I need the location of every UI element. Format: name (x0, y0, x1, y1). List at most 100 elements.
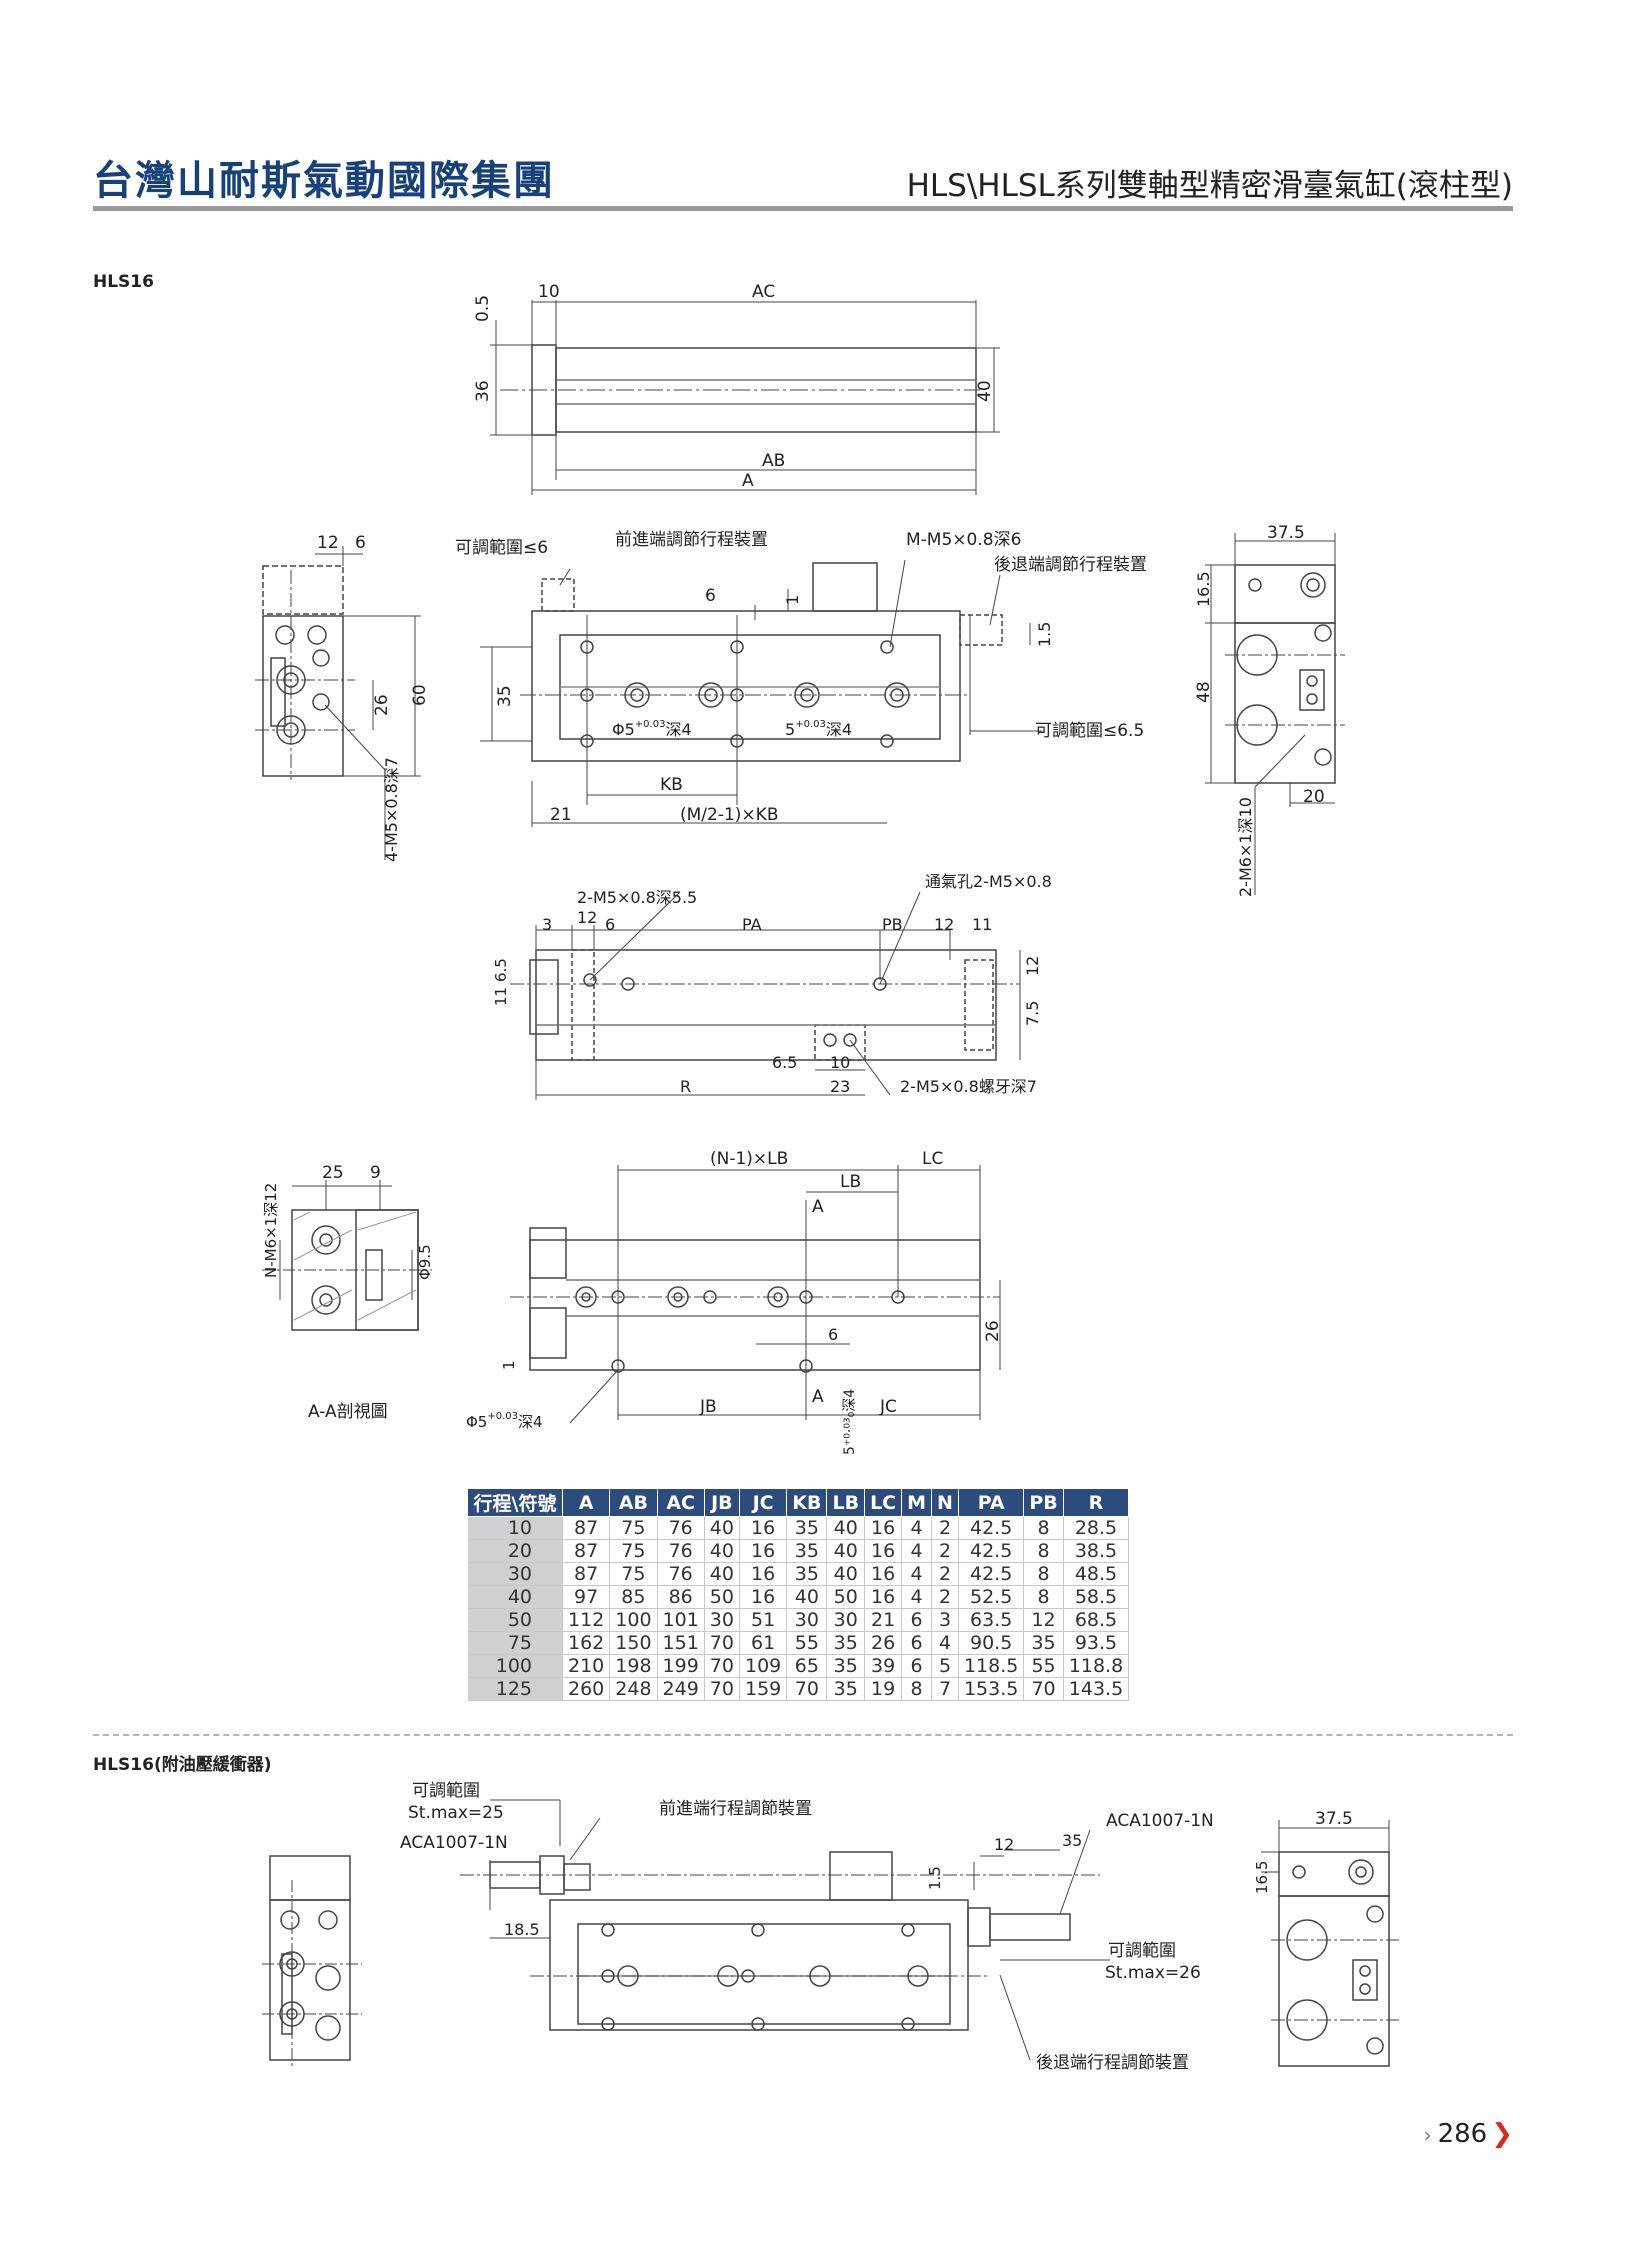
table-cell: 35 (826, 1677, 866, 1701)
table-cell: 40 (704, 1539, 740, 1563)
table-cell: 248 (609, 1677, 658, 1701)
spec-table: 行程\符號 A AB AC JB JC KB LB LC M N PA PB R… (467, 1488, 1130, 1701)
forward-adjust-label: 前進端調節行程裝置 (615, 530, 768, 550)
buffer-dim-15: 1.5 (926, 1866, 944, 1890)
table-cell: 16 (739, 1585, 788, 1609)
hole-phi5: Φ5+0.03深4 (612, 719, 692, 739)
table-cell: 4 (901, 1585, 933, 1609)
table-cell: 97 (562, 1585, 611, 1609)
table-cell: 6 (901, 1631, 933, 1655)
dim-20: 20 (1303, 787, 1325, 807)
table-cell: 68.5 (1063, 1608, 1130, 1632)
drawing-section-aa: 25 9 Φ9.5 N-M6×1深12 A-A剖視圖 (262, 1163, 434, 1422)
table-cell: 48.5 (1063, 1562, 1130, 1586)
drawing-left-end-view: 12 6 26 60 4-M5×0.8深7 (255, 533, 430, 862)
table-cell: 51 (739, 1608, 788, 1632)
buffer-model-left: ACA1007-1N (400, 1833, 508, 1853)
dim-48: 48 (1194, 681, 1214, 703)
table-cell: 63.5 (958, 1608, 1025, 1632)
col-stroke: 行程\符號 (467, 1488, 563, 1517)
table-cell: 16 (864, 1585, 903, 1609)
table-cell: 70 (704, 1654, 740, 1678)
table-cell: 2 (931, 1539, 959, 1563)
dim-6-bottom: 6 (605, 915, 615, 934)
table-cell: 153.5 (958, 1677, 1025, 1701)
table-cell: 50 (704, 1585, 740, 1609)
table-cell: 75 (609, 1539, 658, 1563)
dim-1-front: 1 (500, 1360, 518, 1370)
col-a: A (561, 1488, 611, 1517)
table-cell: 150 (609, 1631, 658, 1655)
drawing-top-view: 10 AC 0.5 36 40 AB A (473, 282, 1000, 495)
dim-lc: LC (922, 1149, 943, 1169)
note-n-m6: N-M6×1深12 (262, 1183, 280, 1278)
table-cell: 35 (786, 1539, 828, 1563)
table-cell: 8 (1023, 1585, 1064, 1609)
table-cell: 6 (901, 1654, 933, 1678)
section-aa-caption: A-A剖視圖 (308, 1402, 388, 1422)
dim-10: 10 (538, 282, 560, 302)
table-cell: 35 (1023, 1631, 1064, 1655)
buffer-backward-adjust: 後退端行程調節裝置 (1036, 2053, 1189, 2073)
table-cell: 40 (704, 1562, 740, 1586)
table-cell: 101 (657, 1608, 705, 1632)
table-cell: 87 (562, 1516, 611, 1540)
table-cell: 16 (864, 1562, 903, 1586)
col-jb: JB (703, 1488, 740, 1517)
table-cell: 42.5 (958, 1516, 1025, 1540)
table-cell: 28.5 (1063, 1516, 1130, 1540)
buffer-dim-12: 12 (994, 1835, 1014, 1854)
table-cell: 52.5 (958, 1585, 1025, 1609)
dim-21: 21 (550, 805, 572, 825)
drawing-buffer-side-view: 可調範圍 St.max=25 ACA1007-1N 前進端行程調節裝置 18.5… (400, 1781, 1214, 2073)
table-cell-stroke: 75 (467, 1631, 563, 1655)
buffer-adjust-right-value: St.max=26 (1105, 1963, 1201, 1983)
table-cell: 65 (786, 1654, 828, 1678)
table-cell: 76 (657, 1562, 705, 1586)
table-cell: 70 (1023, 1677, 1064, 1701)
dim-40: 40 (975, 380, 995, 402)
dim-23: 23 (830, 1077, 850, 1096)
table-cell: 4 (901, 1539, 933, 1563)
table-cell-stroke: 20 (467, 1539, 563, 1563)
buffer-dim-375: 37.5 (1315, 1809, 1353, 1829)
table-cell: 2 (931, 1585, 959, 1609)
dim-375: 37.5 (1267, 523, 1305, 543)
table-cell: 86 (657, 1585, 705, 1609)
buffer-adjust-left-title: 可調範圍 (412, 1781, 480, 1801)
table-cell: 2 (931, 1516, 959, 1540)
table-cell: 30 (826, 1608, 866, 1632)
table-cell: 35 (786, 1516, 828, 1540)
note-4-m5: 4-M5×0.8深7 (382, 757, 401, 862)
table-cell: 3 (931, 1608, 959, 1632)
col-n: N (931, 1488, 959, 1517)
dim-6-side: 6 (705, 586, 716, 606)
table-cell: 8 (901, 1677, 933, 1701)
dim-12: 12 (317, 533, 339, 553)
dim-65-bottom: 6.5 (492, 958, 510, 982)
buffer-model-right: ACA1007-1N (1106, 1811, 1214, 1831)
drawing-front-view: (N-1)×LB LC LB A 26 6 1 A JB JC Φ5+0.03深… (466, 1149, 1003, 1455)
dim-11v-bottom: 11 (492, 987, 510, 1006)
dim-25: 25 (322, 1163, 344, 1183)
hole-5: 5+0.03深4 (785, 719, 852, 739)
section-label-hls16-buffer: HLS16(附油壓緩衝器) (93, 1755, 272, 1775)
note-2-m5-55: 2-M5×0.8深5.5 (577, 888, 697, 907)
drawing-right-end-view: 37.5 16.5 48 20 2-M6×1深10 (1194, 523, 1345, 897)
dim-jc: JC (879, 1397, 897, 1417)
backward-adjust-label: 後退端調節行程裝置 (994, 555, 1147, 575)
dim-phi95: Φ9.5 (416, 1244, 434, 1280)
table-cell: 93.5 (1063, 1631, 1130, 1655)
table-cell: 87 (562, 1562, 611, 1586)
series-title: HLS\HLSL系列雙軸型精密滑臺氣缸(滾柱型) (906, 168, 1513, 204)
col-m: M (901, 1488, 933, 1517)
buffer-dim-185: 18.5 (504, 1920, 540, 1939)
dim-12b-bottom: 12 (934, 915, 954, 934)
section-label-hls16: HLS16 (93, 272, 154, 292)
